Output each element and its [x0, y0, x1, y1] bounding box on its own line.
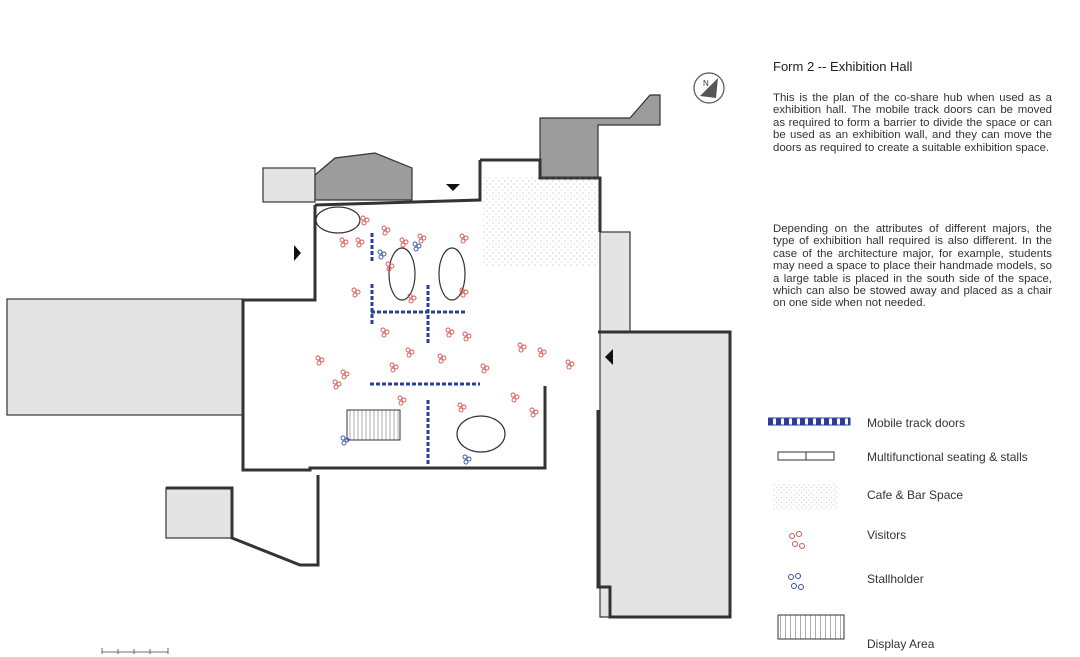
visitor-figure	[332, 379, 342, 390]
dark-zones	[314, 94, 661, 201]
legend-item-mobile-track-doors: Mobile track doors	[768, 414, 1068, 440]
north-service	[314, 152, 413, 201]
legend-item-visitors: Visitors	[768, 524, 1068, 550]
north-east-strip	[599, 231, 631, 333]
mobile-track-doors	[370, 233, 480, 465]
legend-item-cafe: Cafe & Bar Space	[768, 484, 1068, 510]
red-figures-icon	[789, 531, 805, 549]
entrance-arrows	[294, 184, 613, 365]
stippled-area-icon	[772, 484, 838, 510]
oval-table	[438, 247, 466, 301]
visitor-figure	[510, 392, 520, 403]
floor-plan: N	[6, 72, 732, 619]
visitor-figure	[457, 402, 467, 413]
arrow-north	[446, 184, 460, 191]
grey-zones	[6, 167, 731, 618]
north-compass-icon: N	[693, 72, 725, 104]
visitor-figure	[385, 261, 395, 272]
visitor-figure	[389, 362, 399, 373]
visitor-figures	[315, 215, 575, 418]
scale-bar	[101, 648, 169, 654]
visitor-figure	[351, 287, 361, 298]
north-east-tower	[539, 94, 661, 179]
round-table	[456, 415, 506, 453]
visitor-figure	[417, 233, 427, 244]
legend-label: Visitors	[867, 528, 907, 542]
visitor-figure	[399, 237, 409, 248]
visitor-figure	[340, 369, 350, 380]
visitor-figure	[462, 331, 472, 342]
south-wing-wall	[166, 475, 320, 567]
svg-text:N: N	[703, 79, 709, 88]
legend-label: Display Area	[867, 637, 935, 651]
visitor-figure	[529, 407, 539, 418]
legend-label: Multifunctional seating & stalls	[867, 450, 1028, 464]
visitor-figure	[405, 347, 415, 358]
page-title: Form 2 -- Exhibition Hall	[773, 59, 913, 74]
visitor-figure	[380, 327, 390, 338]
oval-table	[388, 247, 416, 301]
description-paragraph-2: Depending on the attributes of different…	[773, 223, 1052, 310]
visitor-figure	[459, 287, 469, 298]
west-wing	[6, 298, 244, 416]
tables	[315, 206, 506, 453]
legend-label: Cafe & Bar Space	[867, 488, 964, 502]
stallholder-figure	[412, 241, 422, 252]
stallholder-figure	[377, 249, 387, 260]
east-wall	[596, 330, 732, 619]
visitor-figure	[480, 363, 490, 374]
main-walls	[166, 158, 732, 619]
legend-item-display-area: Display Area	[768, 612, 1068, 651]
arrow-east	[605, 349, 613, 365]
legend-item-stallholder: Stallholder	[768, 568, 1068, 594]
legend-label: Mobile track doors	[867, 416, 966, 430]
north-west-stair	[262, 167, 316, 203]
visitor-figure	[315, 355, 325, 366]
cafe-bar-space	[482, 176, 598, 266]
visitor-figure	[381, 225, 391, 236]
visitor-figure	[339, 237, 349, 248]
hall-north-wall	[314, 160, 482, 207]
visitor-figure	[565, 359, 575, 370]
visitor-figure	[360, 215, 370, 226]
visitor-figure	[459, 233, 469, 244]
hatched-rectangle-icon	[777, 614, 845, 640]
south-room	[165, 487, 233, 539]
bench-rectangle-icon	[777, 451, 835, 461]
description-paragraph-1: This is the plan of the co-share hub whe…	[773, 92, 1052, 154]
visitor-figure	[407, 293, 417, 304]
hall-outer-wall	[241, 205, 547, 472]
visitor-figure	[445, 327, 455, 338]
display-area	[346, 409, 401, 441]
legend-item-seating: Multifunctional seating & stalls	[768, 448, 1068, 474]
stallholder-figure	[462, 454, 472, 465]
visitor-figure	[397, 395, 407, 406]
visitor-figure	[537, 347, 547, 358]
stallholder-figure	[340, 435, 350, 446]
blue-figures-icon	[788, 573, 804, 590]
visitor-figure	[355, 237, 365, 248]
visitor-figure	[437, 353, 447, 364]
visitor-figure	[517, 342, 527, 353]
legend-label: Stallholder	[867, 572, 924, 586]
round-table	[315, 206, 361, 234]
dashed-blue-bar-icon	[768, 417, 851, 426]
arrow-west	[294, 245, 301, 261]
east-wing	[599, 331, 731, 618]
stallholder-figures	[340, 241, 472, 465]
